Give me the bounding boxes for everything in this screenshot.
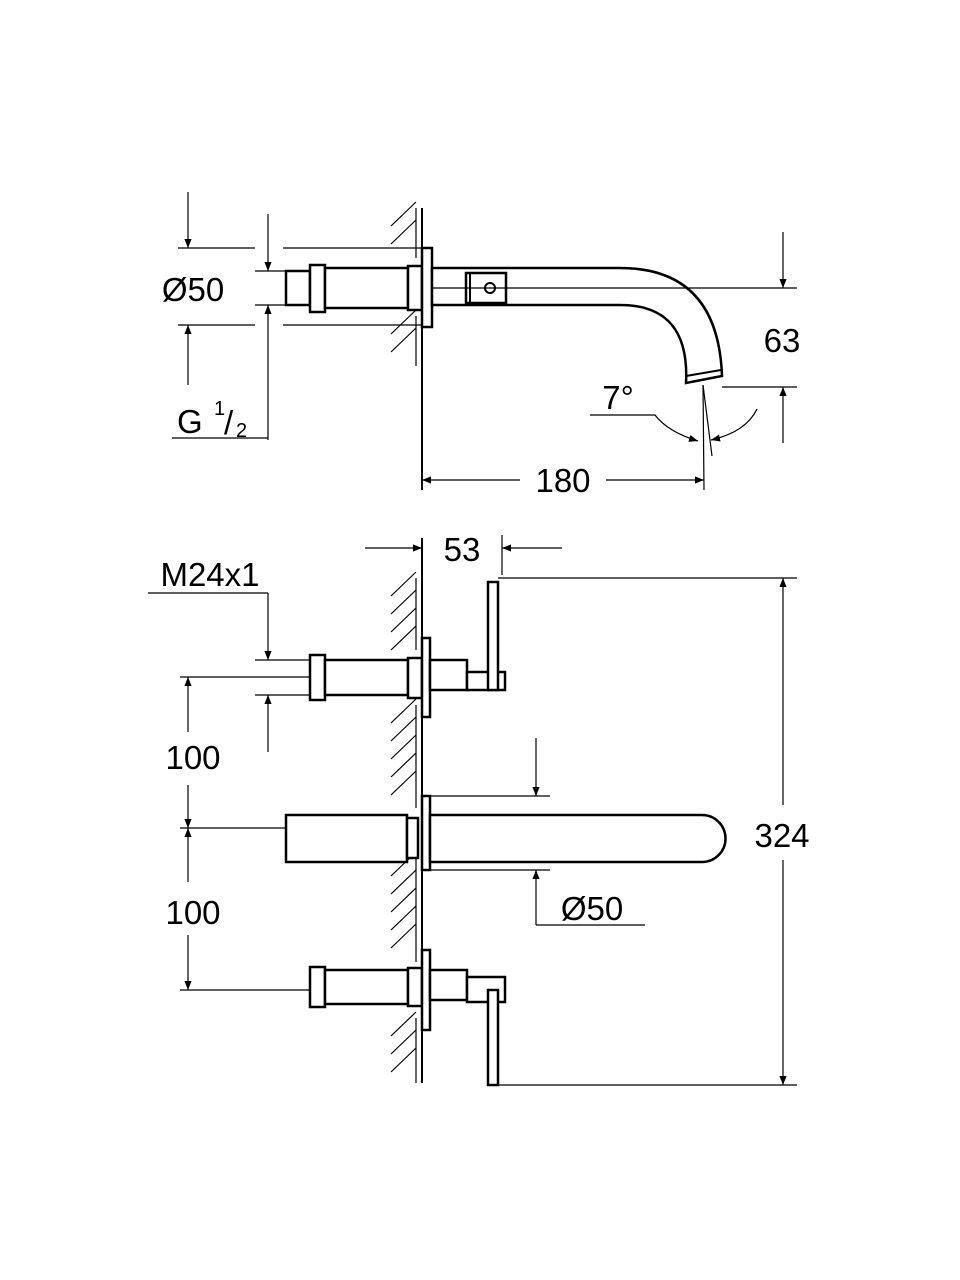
hatch-line (390, 327, 417, 353)
hatch-line (390, 1011, 417, 1037)
hatch-line (390, 1047, 417, 1073)
dim-spacing-top-label: 100 (165, 739, 220, 776)
dim-angle-label: 7° (602, 379, 634, 416)
hatch-line (390, 309, 417, 335)
hatch-line (390, 201, 417, 227)
dim-spacing-bottom-label: 100 (165, 894, 220, 931)
dim-height-label: 63 (764, 322, 801, 359)
inner-flange (406, 264, 424, 312)
hatch-line (390, 887, 417, 913)
hatch-line (390, 219, 417, 245)
wall-hatch (390, 571, 417, 1083)
dim-spout-diameter-label: Ø50 (561, 890, 623, 927)
front-view: 53 M24x1 100 100 Ø50 324 (148, 531, 810, 1087)
hatch-line (390, 752, 417, 778)
connector-stub (284, 269, 312, 307)
hatch-line (390, 698, 417, 724)
svg-text:/: / (224, 404, 234, 441)
hatch-line (390, 625, 417, 651)
lever-handle (486, 580, 500, 692)
hatch-line (390, 571, 417, 597)
cold-valve (308, 948, 507, 1087)
hatch-line (390, 869, 417, 895)
hatch-line (390, 923, 417, 949)
dim-offset-label: 53 (444, 531, 481, 568)
dim-thread-label: G (177, 403, 203, 440)
dim-total-height-label: 324 (754, 817, 809, 854)
hatch-line (390, 905, 417, 931)
spout (284, 794, 727, 872)
aerator-line (685, 369, 722, 377)
hatch-line (390, 1029, 417, 1055)
wall-flange (420, 246, 434, 329)
dim-thread-label: M24x1 (160, 556, 259, 593)
hatch-line (390, 607, 417, 633)
dim-thread-numerator: 1 (214, 398, 225, 420)
hatch-line (390, 734, 417, 760)
hatch-line (390, 589, 417, 615)
wall-hatch (390, 201, 417, 366)
hot-valve (308, 580, 507, 719)
dim-diameter-label: Ø50 (162, 271, 224, 308)
connector-ring (308, 263, 327, 314)
dim-projection-label: 180 (535, 462, 590, 499)
valve-body (323, 266, 410, 310)
lever-handle (486, 988, 500, 1087)
side-view: Ø50 G 1 / 2 63 7° 180 (162, 192, 801, 499)
hatch-line (390, 716, 417, 742)
hatch-line (390, 770, 417, 796)
dim-thread-denominator: 2 (236, 420, 247, 442)
